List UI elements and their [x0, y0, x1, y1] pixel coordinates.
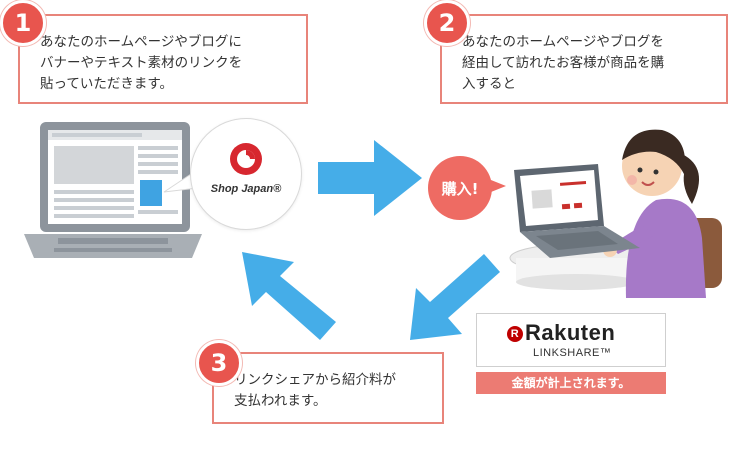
up-left-arrow-icon: [242, 252, 336, 340]
step-1-text: あなたのホームページやブログに バナーやテキスト素材のリンクを 貼っていただきま…: [40, 34, 243, 92]
shop-japan-bubble: Shop Japan®: [190, 118, 302, 230]
step-2-box: あなたのホームページやブログを 経由して訪れたお客様が商品を購 入すると: [440, 14, 728, 104]
woman-shopping-illustration: [509, 129, 722, 298]
buy-bubble-tail: [486, 178, 506, 194]
step-2-text: あなたのホームページやブログを 経由して訪れたお客様が商品を購 入すると: [462, 34, 665, 92]
buy-bubble: 購入!: [428, 156, 492, 220]
step-1-box: あなたのホームページやブログに バナーやテキスト素材のリンクを 貼っていただきま…: [18, 14, 308, 104]
rakuten-r-mark: R: [507, 326, 523, 342]
shop-japan-logo-icon: [230, 143, 262, 175]
step-3-badge: 3: [196, 340, 242, 386]
step-2-badge: 2: [424, 0, 470, 46]
rakuten-wordmark: Rakuten: [525, 320, 616, 345]
step-3-text: リンクシェアから紹介料が 支払われます。: [234, 372, 396, 409]
laptop-icon: [24, 122, 202, 258]
down-left-arrow-icon: [410, 254, 500, 340]
amount-recorded-note: 金額が計上されます。: [476, 372, 666, 394]
step-1-badge: 1: [0, 0, 46, 46]
right-arrow-icon: [318, 140, 422, 216]
linkshare-text: LINKSHARE™: [533, 347, 612, 359]
step-3-box: リンクシェアから紹介料が 支払われます。: [212, 352, 444, 424]
shop-japan-label: Shop Japan®: [210, 183, 282, 195]
